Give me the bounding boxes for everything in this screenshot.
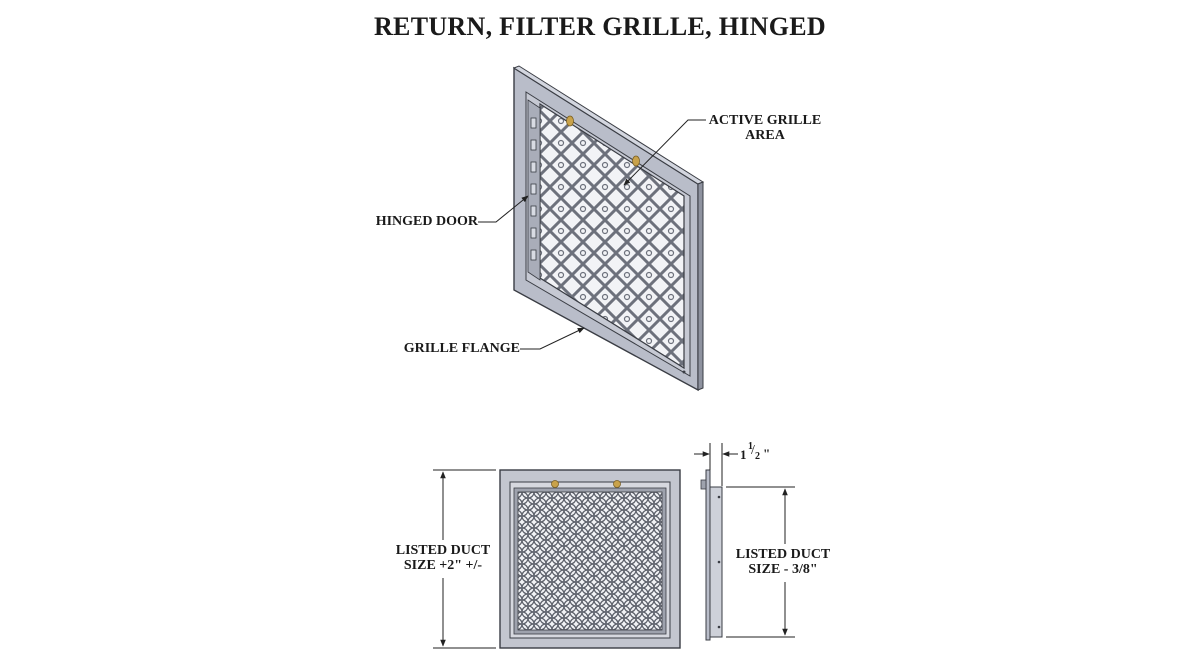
label-active-grille-line-2: AREA [745,128,785,143]
iso-hinge-pin-right [632,155,640,167]
depth-slash: / [751,443,755,458]
side-depth-dimension [694,443,738,486]
front-hinge-pin-left [551,480,559,488]
callout-leaders [478,119,706,350]
isometric-view [512,65,705,392]
label-grille-flange-text: GRILLE FLANGE [403,341,520,356]
label-front-height-line-1: LISTED DUCT [395,543,491,558]
depth-numerator: 1 [748,441,753,452]
label-side-height: LISTED DUCT SIZE - 3/8" [730,547,836,577]
iso-hinge-pin-left [566,115,574,127]
label-hinged-door: HINGED DOOR [360,214,478,229]
leader-grille-flange [520,327,585,350]
label-depth-dimension: 1 1 / 2 " [740,441,774,465]
label-side-height-line-1: LISTED DUCT [735,547,831,562]
drawing-title: RETURN, FILTER GRILLE, HINGED [373,12,826,41]
side-height-dimension [726,486,795,638]
side-view [700,469,723,641]
label-active-grille-line-1: ACTIVE GRILLE [708,113,822,128]
depth-whole: 1 [740,447,747,462]
depth-unit: " [763,446,771,461]
iso-flange-side [697,181,704,391]
label-side-height-line-2: SIZE - 3/8" [748,562,818,577]
leader-hinged-door [478,195,529,223]
side-body [709,486,723,638]
front-height-dimension [433,469,496,649]
side-flange [705,469,711,641]
label-front-height-line-2: SIZE +2" +/- [403,558,483,573]
depth-denominator: 2 [755,451,760,462]
label-grille-flange: GRILLE FLANGE [390,341,520,356]
front-view [499,469,681,649]
leader-active-grille [623,119,706,186]
label-active-grille-area: ACTIVE GRILLE AREA [700,113,830,143]
iso-hinge-knuckles [530,117,537,261]
side-hinge-bump [700,479,707,490]
label-front-height: LISTED DUCT SIZE +2" +/- [390,543,496,573]
front-hinge-pin-right [613,480,621,488]
label-hinged-door-text: HINGED DOOR [375,214,478,229]
front-grille-lattice [517,491,663,631]
